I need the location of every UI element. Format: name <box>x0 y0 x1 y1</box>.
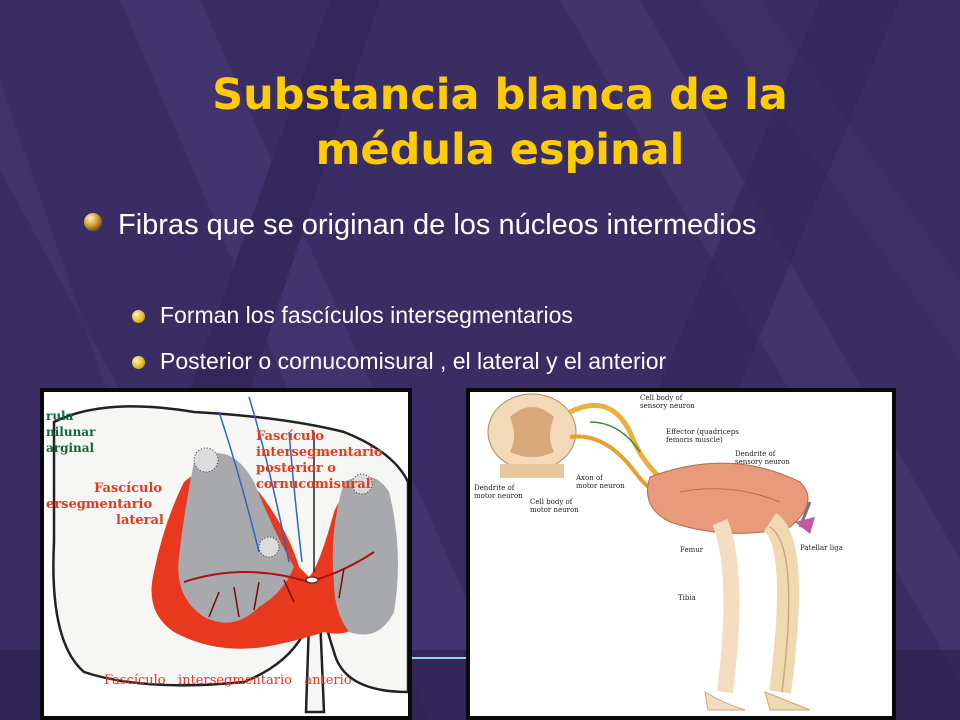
label-posterior-1: Fascículo <box>256 429 324 444</box>
label-patellar: Patellar liga <box>800 544 843 552</box>
title-line-1: Substancia blanca de la <box>212 70 788 120</box>
label-cell-body-sensory-1: Cell body of <box>640 394 684 402</box>
label-posterior-4: cornucomisural <box>256 477 371 492</box>
sub-bullet-dot-icon <box>132 356 145 369</box>
spinal-cord-section-image: rula nilunar arginal Fascículo ersegment… <box>40 388 412 720</box>
bullet-text: Fibras que se originan de los núcleos in… <box>118 209 757 241</box>
label-lateral-2: ersegmentario <box>46 497 152 512</box>
label-dendrite-motor-1: Dendrite of <box>474 484 516 492</box>
sub-bullet-2: Posterior o cornucomisural , el lateral … <box>160 348 667 374</box>
label-cell-body-sensory-2: sensory neuron <box>640 402 695 410</box>
label-axon-motor-2: motor neuron <box>576 482 625 490</box>
label-top-left-2: nilunar <box>46 425 96 439</box>
sub-bullet-dot-icon <box>132 310 145 323</box>
reflex-arc-diagram: Cell body of sensory neuron Effector (qu… <box>470 392 892 716</box>
figure-connector-line <box>412 657 466 659</box>
label-effector-2: femoris muscle) <box>666 436 723 444</box>
label-top-left-1: rula <box>46 409 74 423</box>
label-effector-1: Effector (quadriceps <box>666 428 739 436</box>
label-tibia: Tibia <box>678 594 696 602</box>
label-posterior-3: posterior o <box>256 461 336 476</box>
label-cell-body-motor-2: motor neuron <box>530 506 579 514</box>
label-femur: Femur <box>680 546 704 554</box>
label-axon-motor-1: Axon of <box>575 474 604 482</box>
sub-bullet-1: Forman los fascículos intersegmentarios <box>160 302 573 328</box>
label-bottom: Fascículo intersegmentario anterio <box>104 673 352 688</box>
label-posterior-2: intersegmentario <box>256 445 383 460</box>
reflex-arc-image: Cell body of sensory neuron Effector (qu… <box>466 388 896 720</box>
label-dendrite-sensory-2: sensory neuron <box>735 458 790 466</box>
label-dendrite-motor-2: motor neuron <box>474 492 523 500</box>
title-line-2: médula espinal <box>315 125 685 175</box>
slide-title: Substancia blanca de la médula espinal <box>100 68 900 178</box>
spinal-cord-diagram: rula nilunar arginal Fascículo ersegment… <box>44 392 408 716</box>
label-top-left-3: arginal <box>46 441 95 455</box>
label-dendrite-sensory-1: Dendrite of <box>735 450 777 458</box>
label-cell-body-motor-1: Cell body of <box>530 498 574 506</box>
bullet-sphere-icon <box>84 213 102 231</box>
label-lateral-1: Fascículo <box>94 481 162 496</box>
label-lateral-3: lateral <box>116 513 164 528</box>
